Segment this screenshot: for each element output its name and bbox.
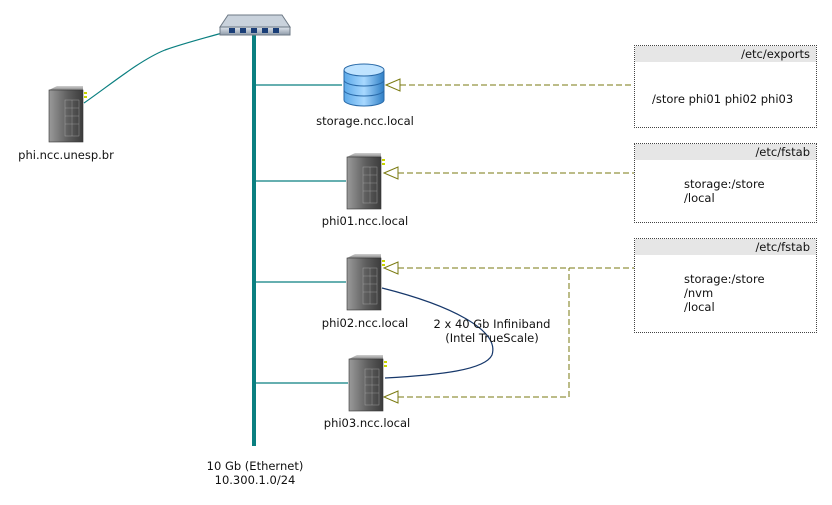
infiniband-link: [381, 287, 494, 379]
note-fstab-phi02-phi03-title: /etc/fstab: [635, 239, 816, 255]
note-fstab-phi02-phi03: /etc/fstab storage:/store /nvm /local: [634, 238, 817, 333]
switch-icon: [219, 14, 291, 36]
note-fstab-phi02-phi03-line-1: storage:/store: [684, 272, 765, 286]
ethernet-label-line2: 10.300.1.0/24: [214, 473, 296, 487]
uplink-gateway-switch: [83, 32, 223, 104]
dependency-arrowheads: [382, 78, 401, 404]
note-fstab-phi01: /etc/fstab storage:/store /local: [634, 143, 817, 223]
server-icon-gateway: [48, 86, 87, 143]
note-fstab-phi01-line-2: /local: [684, 191, 715, 205]
ethernet-label-line1: 10 Gb (Ethernet): [206, 459, 304, 473]
server-icon-phi03: [348, 355, 387, 412]
storage-label: storage.ncc.local: [316, 114, 414, 128]
infiniband-label-line2: (Intel TrueScale): [445, 331, 539, 345]
server-icon-phi02: [346, 254, 385, 311]
note-exports-line: /store phi01 phi02 phi03: [652, 92, 794, 106]
note-fstab-phi01-line-1: storage:/store: [684, 177, 765, 191]
database-icon: [343, 63, 385, 107]
note-fstab-phi01-title: /etc/fstab: [635, 144, 816, 160]
note-exports-title: /etc/exports: [635, 46, 816, 62]
note-fstab-phi02-phi03-line-3: /local: [684, 300, 715, 314]
gateway-label: phi.ncc.unesp.br: [18, 148, 114, 162]
note-exports: /etc/exports /store phi01 phi02 phi03: [634, 45, 817, 128]
phi01-label: phi01.ncc.local: [321, 214, 409, 228]
server-icon-phi01: [346, 153, 385, 210]
phi02-label: phi02.ncc.local: [321, 316, 409, 330]
dependency-links: [398, 84, 634, 398]
note-fstab-phi02-phi03-line-2: /nvm: [684, 286, 714, 300]
phi03-label: phi03.ncc.local: [323, 416, 411, 430]
infiniband-label-line1: 2 x 40 Gb Infiniband: [433, 317, 551, 331]
